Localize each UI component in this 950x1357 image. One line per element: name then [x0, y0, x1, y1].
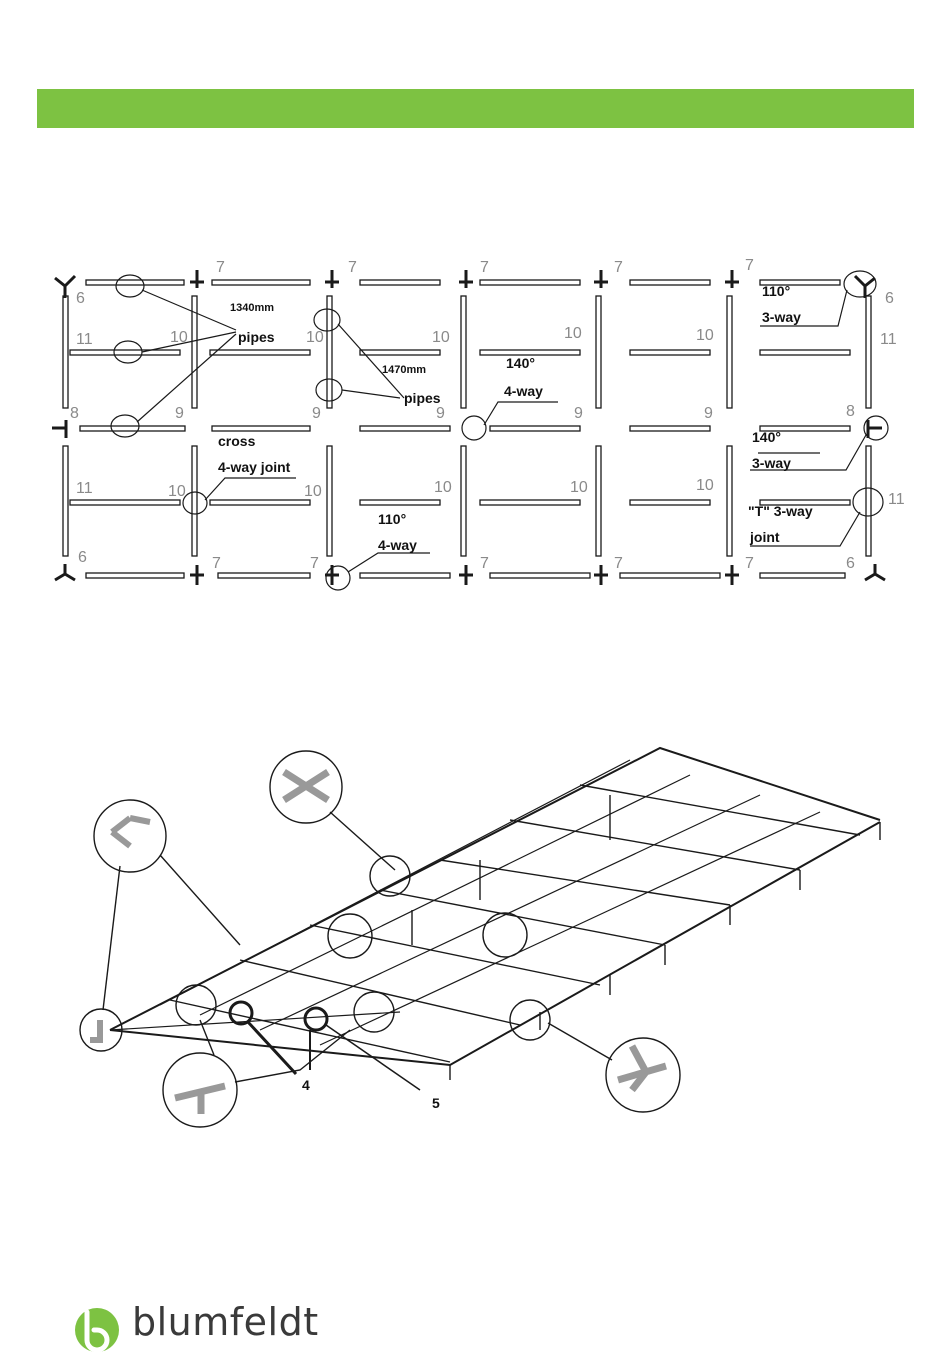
label-cross: cross [218, 433, 256, 449]
part-number: 11 [888, 491, 905, 508]
part-number: 6 [885, 290, 894, 307]
label-joint: joint [749, 529, 780, 545]
part-number: 7 [480, 259, 489, 276]
part-number: 7 [310, 555, 319, 572]
label-3way-top: 3-way [762, 309, 801, 325]
label-angle-110-bottom: 110° [378, 511, 406, 527]
label-length-1470: 1470mm [382, 364, 426, 376]
part-number: 8 [846, 403, 855, 420]
brand-name: blumfeldt [132, 1300, 319, 1344]
part-number: 10 [570, 479, 588, 496]
frame-isometric-diagram [80, 748, 880, 1127]
part-number: 7 [745, 555, 754, 572]
part-number: 7 [348, 259, 357, 276]
callout-number-4: 4 [302, 1077, 310, 1093]
label-4way-bottom: 4-way [378, 537, 417, 553]
part-number: 6 [846, 555, 855, 572]
part-number: 7 [480, 555, 489, 572]
part-number: 7 [216, 259, 225, 276]
label-angle-140-mid: 140° [506, 355, 535, 371]
part-number: 10 [696, 327, 714, 344]
label-pipes-b: pipes [404, 390, 441, 406]
part-number: 7 [614, 259, 623, 276]
part-number: 10 [564, 325, 582, 342]
part-number: 9 [704, 405, 713, 422]
label-length-1340: 1340mm [230, 302, 274, 314]
callout-number-5: 5 [432, 1095, 440, 1111]
part-number: 7 [745, 257, 754, 274]
part-number: 11 [880, 331, 897, 348]
label-4way-joint: 4-way joint [218, 459, 291, 475]
part-number: 6 [78, 549, 87, 566]
label-angle-110-top: 110° [762, 283, 790, 299]
part-number: 10 [304, 483, 322, 500]
part-number: 10 [432, 329, 450, 346]
part-number: 10 [434, 479, 452, 496]
part-number: 9 [574, 405, 583, 422]
part-number: 6 [76, 290, 85, 307]
part-number: 7 [614, 555, 623, 572]
part-number: 9 [175, 405, 184, 422]
label-4way-mid: 4-way [504, 383, 543, 399]
blumfeldt-logo-icon [70, 1302, 126, 1354]
part-number: 11 [76, 331, 93, 348]
label-3way-right: 3-way [752, 455, 791, 471]
label-t-3way: "T" 3-way [748, 503, 813, 519]
label-angle-140-right: 140° [752, 429, 781, 445]
part-number: 10 [168, 483, 186, 500]
part-number: 10 [306, 329, 324, 346]
part-number: 7 [212, 555, 221, 572]
label-pipes-a: pipes [238, 329, 275, 345]
part-number: 9 [312, 405, 321, 422]
part-number: 10 [170, 329, 188, 346]
part-number: 8 [70, 405, 79, 422]
part-number: 9 [436, 405, 445, 422]
part-number: 11 [76, 480, 93, 497]
part-number: 10 [696, 477, 714, 494]
